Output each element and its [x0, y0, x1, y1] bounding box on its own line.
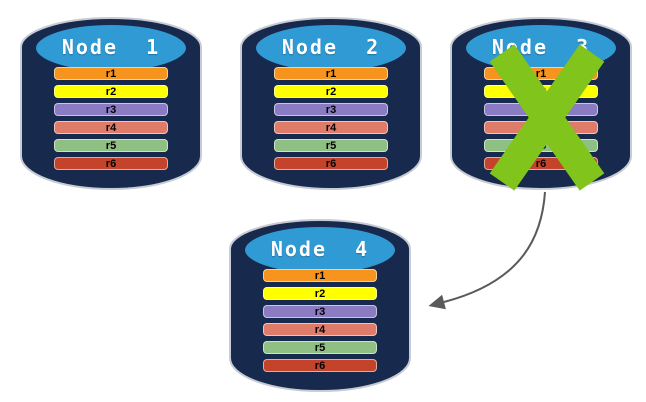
replica-row: r2: [274, 85, 388, 98]
replica-row: r4: [263, 323, 377, 336]
replica-row: r6: [484, 157, 598, 170]
replica-rows: r1 r2 r3 r4 r5 r6: [54, 67, 168, 175]
replica-row: r6: [54, 157, 168, 170]
replica-row: r3: [54, 103, 168, 116]
replica-row: r1: [274, 67, 388, 80]
replica-row: r4: [484, 121, 598, 134]
node-2: Node 2 r1 r2 r3 r4 r5 r6: [240, 11, 422, 192]
replica-row: r2: [54, 85, 168, 98]
node-title: Node 3: [491, 35, 591, 59]
replica-rows: r1 r2 r3 r4 r5 r6: [263, 269, 377, 377]
node-3: Node 3 r1 r2 r3 r4 r5 r6: [450, 11, 632, 192]
replica-row: r3: [263, 305, 377, 318]
replica-row: r6: [263, 359, 377, 372]
replica-row: r3: [274, 103, 388, 116]
replica-rows: r1 r2 r3 r4 r5 r6: [274, 67, 388, 175]
replica-row: r1: [54, 67, 168, 80]
replica-row: r1: [484, 67, 598, 80]
arrow-shaft: [443, 191, 546, 303]
node-1: Node 1 r1 r2 r3 r4 r5 r6: [20, 11, 202, 192]
replica-row: r5: [54, 139, 168, 152]
replica-row: r5: [263, 341, 377, 354]
replica-row: r4: [54, 121, 168, 134]
arrowhead-icon: [428, 294, 446, 310]
replica-row: r4: [274, 121, 388, 134]
replica-row: r1: [263, 269, 377, 282]
replica-row: r3: [484, 103, 598, 116]
replica-row: r5: [274, 139, 388, 152]
replica-row: r2: [484, 85, 598, 98]
replica-row: r6: [274, 157, 388, 170]
failover-arrow: [428, 191, 546, 310]
replica-rows: r1 r2 r3 r4 r5 r6: [484, 67, 598, 175]
node-title: Node 1: [61, 35, 161, 59]
replica-row: r5: [484, 139, 598, 152]
node-4: Node 4 r1 r2 r3 r4 r5 r6: [229, 213, 411, 394]
node-title: Node 4: [270, 237, 370, 261]
replica-row: r2: [263, 287, 377, 300]
node-title: Node 2: [281, 35, 381, 59]
